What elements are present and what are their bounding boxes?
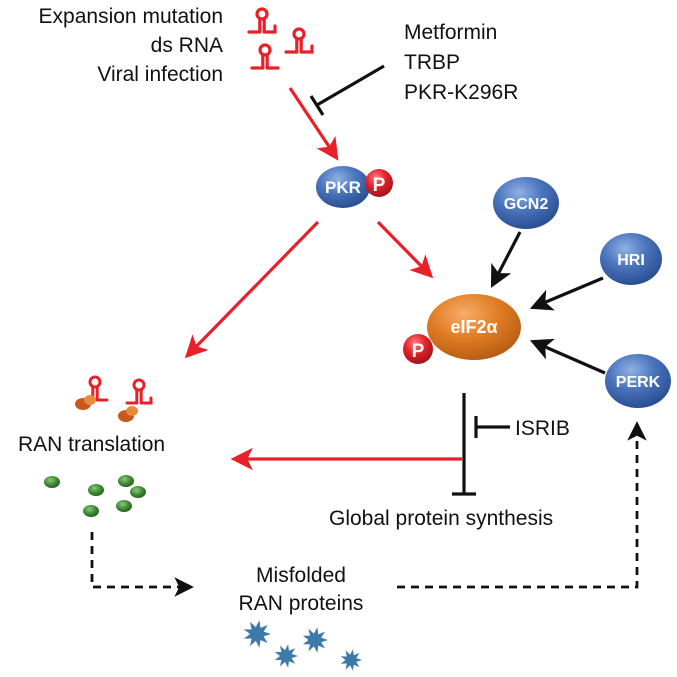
global-protein-synthesis-label: Global protein synthesis [329,507,553,530]
misfolded-label-line1: Misfolded [256,564,346,587]
gcn2-label: GCN2 [504,196,549,213]
dashed-arrow-to-perk [397,421,647,589]
inhibitor-metformin: Metformin [404,21,497,44]
rna-hairpin-icon [250,27,314,70]
gcn2-node: GCN2 [493,177,559,229]
eif2a-label: eIF2α [450,317,497,337]
input-ds-rna: ds RNA [151,34,223,57]
pkr-label: PKR [325,178,361,197]
isrib-inhibition-bar [474,416,510,438]
hri-node: HRI [600,233,662,285]
phospho-label: P [373,175,386,196]
inhibition-eif2a-global-synthesis [452,393,476,496]
ribosome-icon [75,375,153,422]
misfolded-label-line2: RAN proteins [239,592,364,615]
arrow-hri-to-eif2a [529,276,604,311]
dashed-arrow-to-misfolded [90,532,194,597]
misfolded-protein-icon [340,649,362,671]
phospho-badge-eif2a: P [403,334,433,364]
hri-label: HRI [617,252,645,269]
input-expansion-mutation: Expansion mutation [39,5,223,28]
phospho-badge-pkr: P [365,169,393,197]
misfolded-protein-icon [274,644,298,668]
rna-hairpin-icon [247,7,277,34]
pkr-node: PKR [316,166,370,208]
isrib-label: ISRIB [515,417,570,440]
arrow-perk-to-eif2a [529,338,606,375]
misfolded-protein-icon [243,620,271,648]
input-viral-infection: Viral infection [97,63,223,86]
ran-peptide-granules [44,475,146,517]
activation-arrow-pkr-to-eif2a [376,220,434,279]
eif2a-node: eIF2α [427,294,521,360]
inhibition-bar [309,64,385,116]
misfolded-protein-aggregates [243,620,362,671]
perk-label: PERK [616,374,661,391]
activation-arrow-to-pkr [288,87,339,161]
inhibitor-trbp: TRBP [404,51,460,74]
activation-arrow-pkr-to-ran [184,220,320,359]
inhibitor-pkr-k296r: PKR-K296R [404,81,518,104]
ran-translation-label: RAN translation [18,433,165,456]
misfolded-protein-icon [302,627,328,653]
phospho-label: P [412,341,425,362]
perk-node: PERK [605,354,671,408]
arrow-gcn2-to-eif2a [490,231,522,288]
